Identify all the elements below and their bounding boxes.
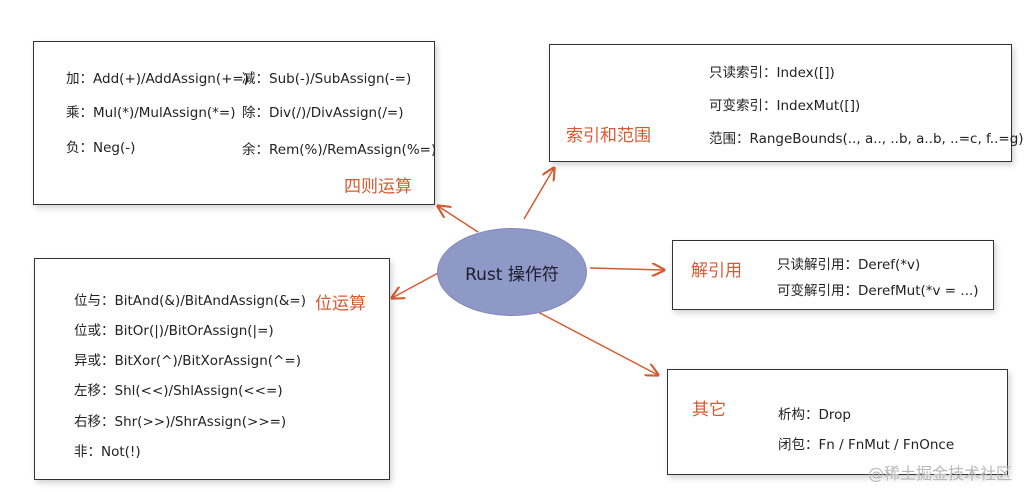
- index-range-box: 索引和范围 只读索引：Index([]) 可变索引：IndexMut([]) 范…: [549, 44, 1024, 162]
- arrow-to-arithmetic: [438, 206, 479, 233]
- bitwise-item-not: 非：Not(!): [74, 444, 141, 460]
- arithmetic-item-rem: 余：Rem(%)/RemAssign(%=): [242, 142, 437, 158]
- bitwise-title: 位运算: [315, 294, 366, 314]
- center-label: Rust 操作符: [465, 264, 559, 285]
- other-item-closure: 闭包：Fn / FnMut / FnOnce: [778, 437, 955, 453]
- deref-item-readonly: 只读解引用：Deref(*v): [777, 257, 921, 273]
- bitwise-item-xor: 异或：BitXor(^)/BitXorAssign(^=): [74, 353, 301, 369]
- deref-box: 解引用 只读解引用：Deref(*v) 可变解引用：DerefMut(*v = …: [672, 240, 994, 310]
- arithmetic-item-div: 除：Div(/)/DivAssign(/=): [242, 105, 404, 121]
- index-item-range: 范围：RangeBounds(.., a.., ..b, a..b, ..=c,…: [709, 131, 1024, 147]
- arithmetic-item-add: 加：Add(+)/AddAssign(+=): [66, 71, 250, 87]
- arithmetic-title: 四则运算: [344, 177, 412, 197]
- watermark: @稀土掘金技术社区: [867, 464, 1012, 483]
- index-item-mutable: 可变索引：IndexMut([]): [709, 98, 861, 114]
- deref-title: 解引用: [691, 261, 742, 281]
- arithmetic-item-sub: 减：Sub(-)/SubAssign(-=): [242, 71, 412, 87]
- deref-item-mutable: 可变解引用：DerefMut(*v = ...): [777, 283, 979, 299]
- arrow-to-other: [537, 311, 658, 375]
- other-title: 其它: [692, 400, 726, 420]
- bitwise-item-or: 位或：BitOr(|)/BitOrAssign(|=): [74, 323, 274, 339]
- other-box: 其它 析构：Drop 闭包：Fn / FnMut / FnOnce: [667, 369, 1008, 475]
- bitwise-item-and: 位与：BitAnd(&)/BitAndAssign(&=): [74, 293, 306, 309]
- index-range-title: 索引和范围: [566, 126, 651, 146]
- other-item-drop: 析构：Drop: [778, 407, 851, 423]
- arithmetic-item-neg: 负：Neg(-): [66, 140, 136, 156]
- arrow-to-index: [523, 168, 554, 220]
- center-node: Rust 操作符: [437, 228, 587, 316]
- arrow-to-deref: [589, 268, 664, 270]
- arithmetic-item-mul: 乘：Mul(*)/MulAssign(*=): [66, 105, 236, 121]
- index-item-readonly: 只读索引：Index([]): [709, 65, 835, 81]
- bitwise-item-shr: 右移：Shr(>>)/ShrAssign(>>=): [74, 414, 287, 430]
- arithmetic-box: 加：Add(+)/AddAssign(+=) 减：Sub(-)/SubAssig…: [33, 41, 437, 205]
- bitwise-box: 位运算 位与：BitAnd(&)/BitAndAssign(&=) 位或：Bit…: [34, 258, 390, 480]
- arrow-to-bitwise: [392, 271, 441, 298]
- bitwise-item-shl: 左移：Shl(<<)/ShlAssign(<<=): [74, 383, 283, 399]
